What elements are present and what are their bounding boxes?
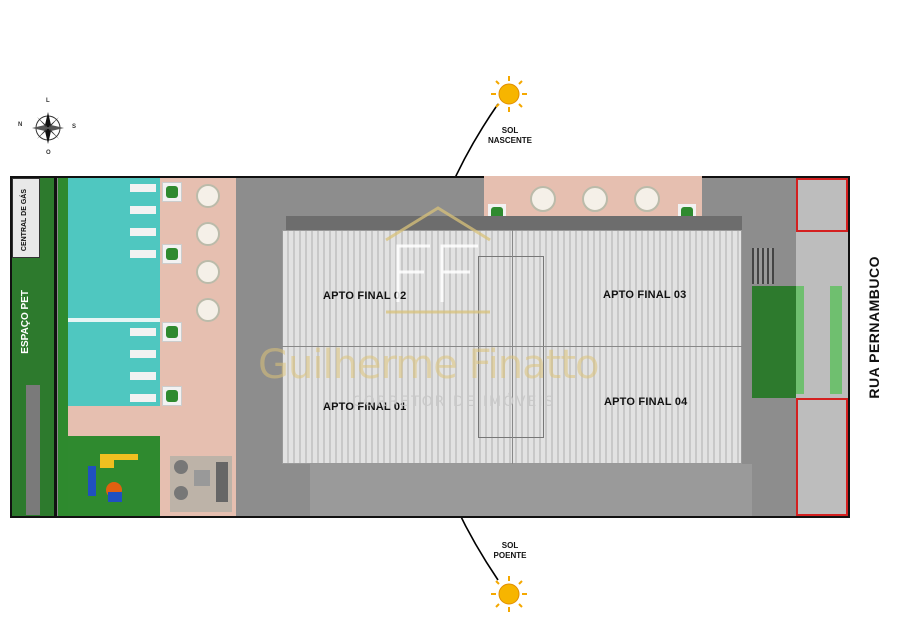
sunrise-icon [490, 75, 528, 113]
table-set [196, 222, 220, 246]
compass-rose-icon: N L S O [18, 98, 76, 156]
lounge-chair [130, 328, 156, 336]
sunset-icon [490, 575, 528, 613]
lounge-chair [130, 206, 156, 214]
table-set [196, 298, 220, 322]
lounge-chair [130, 228, 156, 236]
sunset-label-line2: POENTE [493, 551, 527, 560]
divider-wall [54, 178, 57, 516]
sunset-label-line1: SOL [501, 541, 519, 550]
hedge-front [796, 286, 804, 394]
front-garden [752, 286, 796, 398]
gas-central: CENTRAL DE GÁS [12, 178, 40, 258]
sunrise-label: SOL NASCENTE [480, 126, 540, 146]
planter [162, 322, 182, 342]
planter [162, 244, 182, 264]
gate-bottom [796, 398, 848, 516]
hedge [58, 178, 68, 516]
pet-path [26, 385, 40, 515]
compass-s: S [72, 124, 77, 130]
lounge-chair [130, 350, 156, 358]
pool [68, 178, 160, 406]
roof-edge [286, 216, 742, 232]
roof-divider-v [512, 230, 513, 464]
hedge-front-2 [830, 286, 842, 394]
pet-area-label: ESPAÇO PET [20, 290, 31, 354]
pool-divider [68, 318, 160, 322]
parking-strip [310, 464, 752, 516]
apt-final-04-label: APTO FINAL 04 [604, 396, 688, 408]
lounge-furniture [170, 456, 232, 512]
watermark-name: Guilherme Finatto [258, 342, 599, 388]
sunrise-label-line1: SOL [501, 126, 519, 135]
apt-final-02-label: APTO FINAL 02 [323, 290, 407, 302]
sunset-label: SOL POENTE [480, 541, 540, 561]
street-name: RUA PERNAMBUCO [866, 256, 882, 399]
watermark-sub: CORRETOR DE IMÓVEIS [352, 394, 556, 410]
sunrise-label-line2: NASCENTE [487, 136, 532, 145]
roof-core [478, 256, 544, 438]
planter [162, 386, 182, 406]
lounge-chair [130, 184, 156, 192]
lounge-chair [130, 250, 156, 258]
pool-deck-bottom [68, 406, 160, 436]
stairs [752, 248, 774, 284]
lounge-chair [130, 394, 156, 402]
gate-top [796, 178, 848, 232]
apt-final-03-label: APTO FINAL 03 [603, 289, 687, 301]
compass-l: L [46, 98, 50, 104]
gas-central-label: CENTRAL DE GÁS [21, 189, 28, 252]
playground [68, 436, 160, 516]
lounge-chair [130, 372, 156, 380]
compass-o: O [46, 150, 51, 156]
compass-n: N [18, 122, 23, 128]
planter [162, 182, 182, 202]
table-set [196, 260, 220, 284]
watermark-logo-icon [382, 206, 494, 316]
apt-final-01-label: APTO FINAL 01 [323, 401, 407, 413]
table-set [196, 184, 220, 208]
